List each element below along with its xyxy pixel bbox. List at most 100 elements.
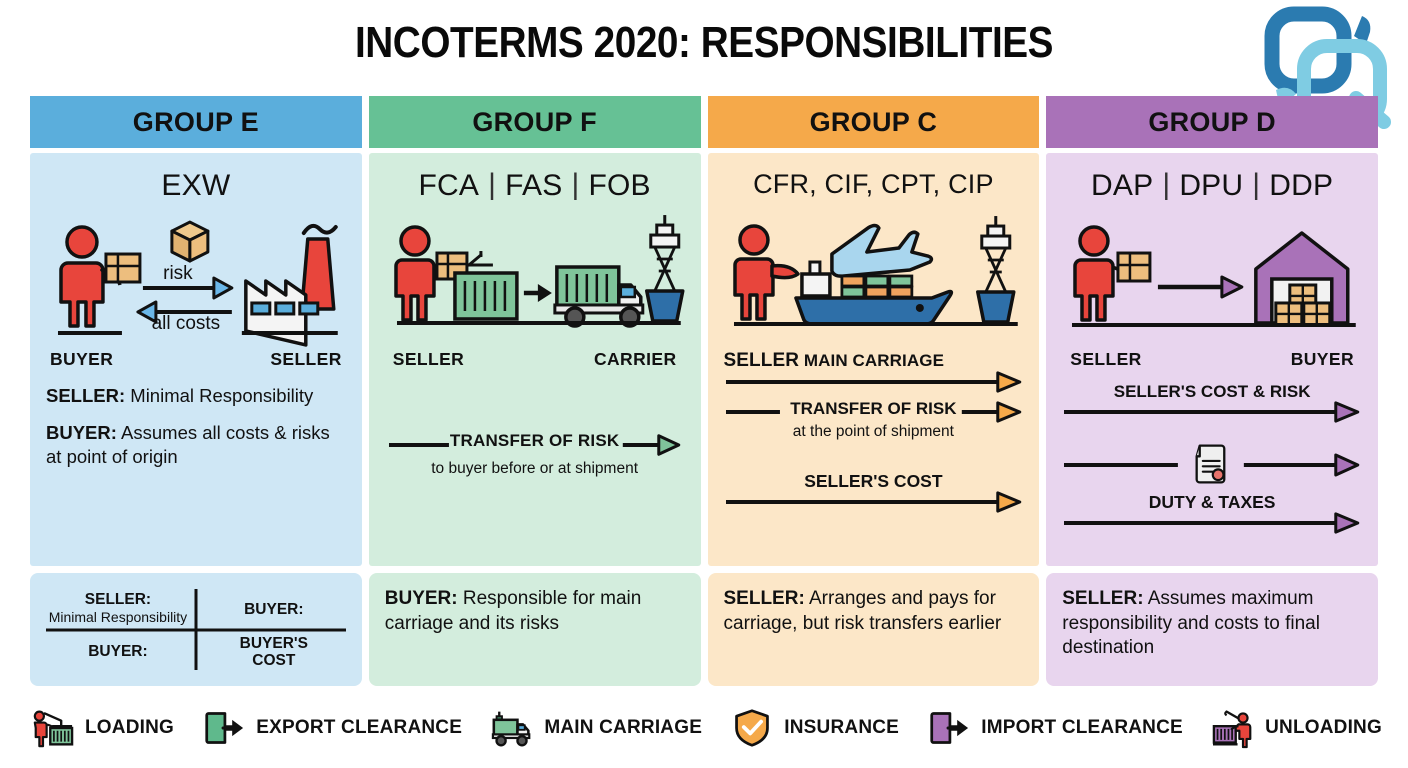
transfer-of-risk-label: TRANSFER OF RISK — [449, 431, 620, 450]
group-d-arrow-1: SELLER'S COST & RISK — [1062, 382, 1362, 422]
airplane-icon — [829, 223, 933, 278]
group-e-footer: SELLER: Minimal Responsibility BUYER: BU… — [30, 573, 362, 686]
group-d-arrow-3: DUTY & TAXES — [1062, 492, 1362, 533]
group-c-footer-rest: Arranges and pays for carriage, but risk… — [723, 588, 1002, 634]
group-d-header: GROUP D — [1046, 96, 1378, 148]
quad-top-left: SELLER: Minimal Responsibility — [46, 591, 190, 625]
factory-icon — [244, 223, 338, 347]
group-d-footer-text: SELLER: Assumes maximum responsibility a… — [1062, 587, 1362, 661]
legend-label-main-carriage: MAIN CARRIAGE — [544, 717, 703, 738]
term-exw: EXW — [161, 169, 231, 202]
quad-horizontal-divider — [46, 628, 346, 631]
legend-item-unloading: UNLOADING — [1210, 708, 1382, 749]
legend-item-import-clearance: IMPORT CLEARANCE — [926, 708, 1183, 748]
legend-item-export-clearance: EXPORT CLEARANCE — [201, 708, 462, 748]
legend-item-main-carriage: MAIN CARRIAGE — [489, 708, 702, 748]
group-e-header: GROUP E — [30, 96, 362, 148]
long-right-arrow — [1158, 275, 1244, 299]
group-f-terms: FCA|FAS|FOB — [385, 168, 685, 203]
group-f-footer-bold: BUYER: — [384, 588, 458, 609]
term-sep-1: | — [488, 168, 497, 201]
group-d-arrow-1-label: SELLER'S COST & RISK — [1113, 382, 1311, 401]
term-sep-1: | — [1162, 168, 1171, 201]
seller-person-with-box-icon — [1073, 225, 1152, 322]
group-c-arrow-2-label: TRANSFER OF RISK — [790, 399, 957, 418]
column-group-f: GROUP F FCA|FAS|FOB — [368, 96, 701, 686]
term-dap: DAP — [1091, 169, 1154, 202]
column-group-c: GROUP C CFR, CIF, CPT, CIP — [707, 96, 1040, 686]
role-seller: SELLER — [1070, 349, 1142, 369]
certificate-document-icon — [1195, 444, 1226, 484]
term-fca: FCA — [418, 169, 480, 202]
group-d-arrow-3-line — [1062, 513, 1362, 533]
export-clearance-icon — [201, 708, 247, 748]
column-group-d: GROUP D DAP|DPU|DDP — [1046, 96, 1378, 686]
group-c-arrow-2-sub: at the point of shipment — [792, 423, 954, 440]
role-seller: SELLER — [270, 349, 342, 369]
group-d-arrow-2 — [1062, 440, 1362, 490]
all-costs-arrow — [136, 300, 232, 324]
term-fob: FOB — [588, 169, 651, 202]
role-buyer: BUYER — [50, 349, 114, 369]
quad-bottom-left: BUYER: — [88, 643, 148, 660]
term-sep-2: | — [1252, 168, 1261, 201]
truck-with-container-icon — [553, 265, 645, 328]
role-seller: SELLER — [392, 349, 465, 369]
legend-item-loading: LOADING — [30, 708, 174, 748]
quad-tl-thin: Minimal Responsibility — [48, 608, 188, 625]
group-c-arrow-1: SELLER MAIN CARRIAGE — [724, 350, 1024, 392]
group-d-body: DAP|DPU|DDP — [1046, 153, 1378, 566]
quad-top-right: BUYER: — [244, 601, 304, 618]
seller-bold: SELLER — [723, 350, 800, 371]
container-ship-icon — [793, 260, 953, 326]
column-group-e: GROUP E EXW — [30, 96, 362, 686]
transfer-of-risk-sub: to buyer before or at shipment — [431, 460, 639, 477]
group-d-arrow-2-line — [1062, 440, 1362, 490]
group-c-body: CFR, CIF, CPT, CIP — [707, 153, 1040, 566]
legend-label-unloading: UNLOADING — [1265, 717, 1382, 738]
group-d-arrow-1-line — [1062, 402, 1362, 422]
group-d-footer-bold: SELLER: — [1062, 588, 1144, 609]
group-c-arrow-1-label: SELLER MAIN CARRIAGE — [724, 350, 1024, 372]
group-c-header: GROUP C — [707, 96, 1040, 148]
buyer-text: Assumes all costs & risks at point of or… — [46, 422, 330, 467]
group-c-footer: SELLER: Arranges and pays for carriage, … — [707, 573, 1040, 686]
term-ddp: DDP — [1269, 169, 1334, 202]
group-e-terms: EXW — [46, 169, 346, 203]
buyer-label: BUYER: — [46, 422, 117, 444]
transfer-of-risk-arrow-line — [385, 432, 685, 458]
group-e-body: EXW — [30, 153, 362, 566]
group-f-footer-text: BUYER: Responsible for main carriage and… — [385, 587, 685, 636]
page-title: INCOTERMS 2020: RESPONSIBILITIES — [354, 18, 1054, 67]
import-clearance-icon — [926, 708, 972, 748]
port-crane-ship-icon — [975, 216, 1016, 324]
seller-person-pointing-icon — [732, 224, 800, 321]
legend-label-loading: LOADING — [85, 717, 175, 738]
group-f-footer: BUYER: Responsible for main carriage and… — [368, 573, 701, 686]
legend-label-insurance: INSURANCE — [784, 717, 900, 738]
group-c-illustration — [724, 204, 1024, 344]
term-fas: FAS — [505, 169, 563, 202]
role-buyer: BUYER — [1290, 349, 1354, 369]
loading-container-icon — [452, 251, 519, 321]
group-c-arrow-3-line — [724, 492, 1024, 512]
main-carriage-label: MAIN CARRIAGE — [803, 351, 945, 370]
group-f-illustration — [385, 207, 685, 347]
main-carriage-truck-icon — [489, 708, 535, 748]
port-crane-ship-icon — [644, 215, 685, 323]
insurance-shield-check-icon — [729, 708, 775, 748]
risk-arrow — [142, 276, 234, 300]
group-e-quad-grid: SELLER: Minimal Responsibility BUYER: BU… — [46, 587, 346, 672]
group-c-arrow-2: TRANSFER OF RISK at the point of shipmen… — [724, 399, 1024, 441]
group-d-terms: DAP|DPU|DDP — [1062, 168, 1362, 203]
package-box-icon — [170, 220, 210, 263]
warehouse-with-boxes-icon — [1254, 231, 1350, 327]
all-costs-label: all costs — [152, 313, 221, 334]
group-d-footer: SELLER: Assumes maximum responsibility a… — [1046, 573, 1378, 686]
group-e-illustration: risk all costs — [46, 207, 346, 347]
group-c-arrow-1-line — [724, 372, 1024, 392]
group-e-para-1: SELLER: Minimal Responsibility — [46, 384, 346, 407]
term-dpu: DPU — [1179, 169, 1244, 202]
group-f-header: GROUP F — [368, 96, 701, 148]
